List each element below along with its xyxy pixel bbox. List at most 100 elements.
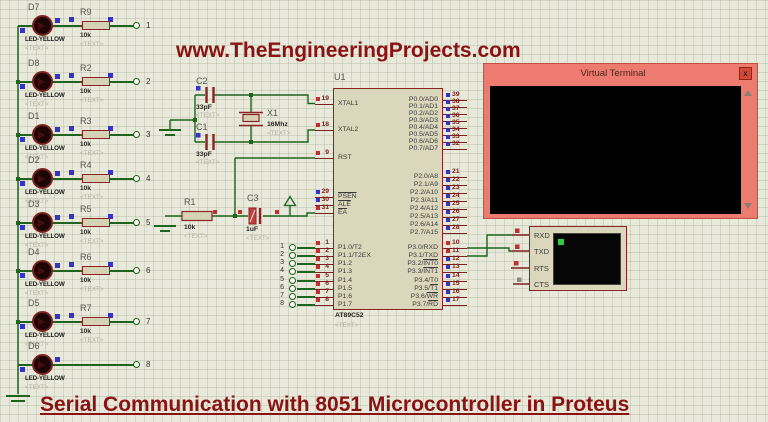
pin-stub[interactable]: [315, 255, 333, 257]
pin-stub[interactable]: [443, 271, 467, 273]
wire-terminal-icon[interactable]: [133, 22, 140, 29]
pin-stub[interactable]: [315, 247, 333, 249]
pin-stub[interactable]: [443, 263, 467, 265]
pin-stub[interactable]: [443, 148, 467, 150]
row-wire[interactable]: [18, 222, 134, 224]
wire-terminal-icon[interactable]: [133, 78, 140, 85]
wire-terminal-icon[interactable]: [289, 285, 296, 292]
resistor-icon[interactable]: [82, 218, 110, 227]
scroll-up-icon[interactable]: [744, 90, 752, 96]
terminal-wire[interactable]: [297, 296, 315, 298]
pin-stub[interactable]: [315, 103, 333, 105]
capacitor-c3[interactable]: [248, 207, 262, 225]
pin-number: 25: [452, 200, 460, 207]
pin-stub[interactable]: [443, 247, 467, 249]
wire-terminal-icon[interactable]: [133, 219, 140, 226]
pin-stub[interactable]: [315, 288, 333, 290]
wire-terminal-icon[interactable]: [289, 244, 296, 251]
pin-stub[interactable]: [315, 296, 333, 298]
pin-stub[interactable]: [315, 196, 333, 198]
pin-number: 12: [452, 255, 460, 262]
pin-stub[interactable]: [443, 200, 467, 202]
pin-stub[interactable]: [443, 224, 467, 226]
wire-terminal-icon[interactable]: [133, 267, 140, 274]
pin-stub[interactable]: [443, 232, 467, 234]
vt-component-stubs[interactable]: [511, 234, 529, 285]
terminal-wire[interactable]: [297, 247, 315, 249]
pin-stub[interactable]: [443, 216, 467, 218]
pin-stub[interactable]: [315, 204, 333, 206]
pin-stub[interactable]: [315, 304, 333, 306]
pin-stub[interactable]: [443, 176, 467, 178]
pin-stub[interactable]: [443, 120, 467, 122]
terminal-wire[interactable]: [297, 271, 315, 273]
resistor-icon[interactable]: [82, 130, 110, 139]
crystal-x1[interactable]: [239, 111, 263, 127]
resistor-value-label: 10k: [80, 328, 91, 335]
row-wire[interactable]: [18, 25, 134, 27]
virtual-terminal-component[interactable]: RXD TXD RTS CTS: [529, 226, 627, 291]
wire-terminal-icon[interactable]: [133, 361, 140, 368]
pin-stub[interactable]: [443, 288, 467, 290]
resistor-icon[interactable]: [82, 174, 110, 183]
row-wire[interactable]: [18, 178, 134, 180]
terminal-wire[interactable]: [297, 263, 315, 265]
pin-stub[interactable]: [443, 296, 467, 298]
terminal-wire[interactable]: [297, 255, 315, 257]
pin-stub[interactable]: [315, 263, 333, 265]
wire-terminal-icon[interactable]: [289, 268, 296, 275]
pin-stub[interactable]: [443, 106, 467, 108]
resistor-icon[interactable]: [82, 266, 110, 275]
pin-stub[interactable]: [443, 113, 467, 115]
pin-stub[interactable]: [443, 127, 467, 129]
terminal-wire[interactable]: [297, 304, 315, 306]
pin-stub[interactable]: [315, 212, 333, 214]
pin-stub[interactable]: [443, 141, 467, 143]
pin-stub[interactable]: [443, 99, 467, 101]
mcu-body[interactable]: [333, 88, 443, 310]
pin-stub[interactable]: [443, 304, 467, 306]
pin-stub[interactable]: [443, 192, 467, 194]
wire-terminal-icon[interactable]: [133, 318, 140, 325]
pin-stub[interactable]: [443, 208, 467, 210]
resistor-icon[interactable]: [82, 21, 110, 30]
wire-terminal-icon[interactable]: [289, 260, 296, 267]
pin-stub[interactable]: [443, 184, 467, 186]
terminal-number: 1: [146, 21, 151, 30]
wire-terminal-icon[interactable]: [133, 131, 140, 138]
pin-stub[interactable]: [315, 271, 333, 273]
terminal-wire[interactable]: [297, 280, 315, 282]
handle-square: [69, 214, 74, 219]
pin-stub[interactable]: [443, 255, 467, 257]
close-button[interactable]: x: [739, 67, 752, 80]
pin-stub[interactable]: [315, 280, 333, 282]
terminal-wire[interactable]: [297, 288, 315, 290]
capacitor-c2[interactable]: [205, 87, 215, 103]
resistor-value-label: 10k: [80, 88, 91, 95]
wire-terminal-icon[interactable]: [289, 293, 296, 300]
wire-terminal-icon[interactable]: [289, 252, 296, 259]
wire-terminal-icon[interactable]: [289, 277, 296, 284]
resistor-r1[interactable]: [181, 210, 213, 222]
wire-terminal-icon[interactable]: [289, 301, 296, 308]
wire-terminal-icon[interactable]: [133, 175, 140, 182]
pin-number: 29: [321, 188, 329, 195]
pin-stub[interactable]: [315, 129, 333, 131]
scroll-down-icon[interactable]: [744, 203, 752, 209]
pin-stub[interactable]: [443, 280, 467, 282]
terminal-screen[interactable]: [490, 86, 741, 214]
resistor-icon[interactable]: [82, 317, 110, 326]
row-wire[interactable]: [18, 81, 134, 83]
row-wire[interactable]: [18, 134, 134, 136]
led-type-label: LED-YELLOW: [25, 281, 65, 288]
pin-stub[interactable]: [443, 134, 467, 136]
row-wire[interactable]: [18, 364, 134, 366]
pin-number: 18: [321, 121, 329, 128]
capacitor-c1[interactable]: [205, 134, 215, 150]
handle-square: [69, 170, 74, 175]
row-wire[interactable]: [18, 321, 134, 323]
pin-name: P3.3/INT1: [407, 267, 438, 275]
pin-stub[interactable]: [315, 157, 333, 159]
row-wire[interactable]: [18, 270, 134, 272]
resistor-icon[interactable]: [82, 77, 110, 86]
